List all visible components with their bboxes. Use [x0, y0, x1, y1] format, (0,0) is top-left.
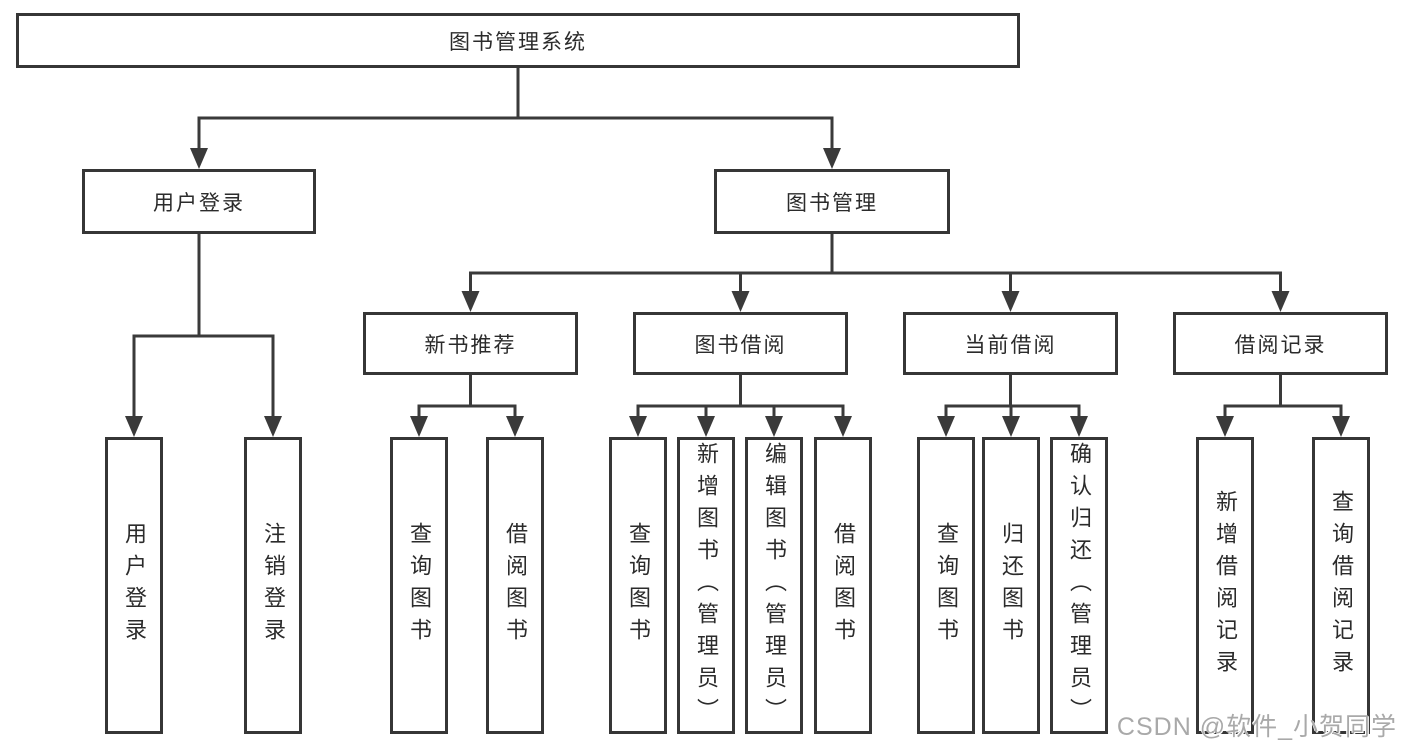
- diagram-node-confirm-return-admin: 确认归还（管理员）: [1050, 437, 1108, 734]
- node-label: 用户登录: [122, 521, 147, 650]
- diagram-node-root: 图书管理系统: [16, 13, 1020, 68]
- node-label: 借阅记录: [1234, 333, 1327, 357]
- diagram-node-new-book-recommend: 新书推荐: [363, 312, 578, 375]
- node-label: 查询图书: [934, 521, 959, 650]
- node-label: 新书推荐: [424, 333, 517, 357]
- node-label: 注销登录: [261, 521, 286, 650]
- diagram-node-edit-books-admin: 编辑图书（管理员）: [745, 437, 803, 734]
- diagram-node-query-books-1: 查询图书: [390, 437, 448, 734]
- diagram-node-user-login-leaf: 用户登录: [105, 437, 163, 734]
- node-label: 新增借阅记录: [1213, 489, 1238, 682]
- node-label: 用户登录: [153, 191, 245, 215]
- diagram-node-book-borrowing: 图书借阅: [633, 312, 848, 375]
- diagram-node-query-books-2: 查询图书: [609, 437, 667, 734]
- diagram-node-current-borrowing: 当前借阅: [903, 312, 1118, 375]
- diagram-node-book-management: 图书管理: [714, 169, 950, 234]
- diagram-node-add-books-admin: 新增图书（管理员）: [677, 437, 735, 734]
- node-label: 新增图书（管理员）: [694, 441, 719, 730]
- diagram-node-add-borrow-record: 新增借阅记录: [1196, 437, 1254, 734]
- node-label: 查询图书: [626, 521, 651, 650]
- node-label: 图书管理系统: [449, 30, 587, 54]
- node-label: 确认归还（管理员）: [1067, 441, 1092, 730]
- diagram-node-return-books: 归还图书: [982, 437, 1040, 734]
- node-label: 归还图书: [999, 521, 1024, 650]
- node-label: 查询借阅记录: [1329, 489, 1354, 682]
- diagram-node-borrow-books-1: 借阅图书: [486, 437, 544, 734]
- diagram-node-query-borrow-record: 查询借阅记录: [1312, 437, 1370, 734]
- node-label: 图书借阅: [694, 333, 787, 357]
- node-label: 查询图书: [407, 521, 432, 650]
- diagram-node-logout-leaf: 注销登录: [244, 437, 302, 734]
- node-label: 借阅图书: [831, 521, 856, 650]
- diagram-node-query-books-3: 查询图书: [917, 437, 975, 734]
- node-label: 图书管理: [786, 191, 878, 215]
- diagram-node-borrow-records: 借阅记录: [1173, 312, 1388, 375]
- node-label: 借阅图书: [503, 521, 528, 650]
- node-label: 当前借阅: [964, 333, 1057, 357]
- diagram-node-borrow-books-2: 借阅图书: [814, 437, 872, 734]
- node-label: 编辑图书（管理员）: [762, 441, 787, 730]
- csdn-watermark: CSDN @软件_小贺同学: [1116, 713, 1397, 741]
- diagram-node-user-login: 用户登录: [82, 169, 316, 234]
